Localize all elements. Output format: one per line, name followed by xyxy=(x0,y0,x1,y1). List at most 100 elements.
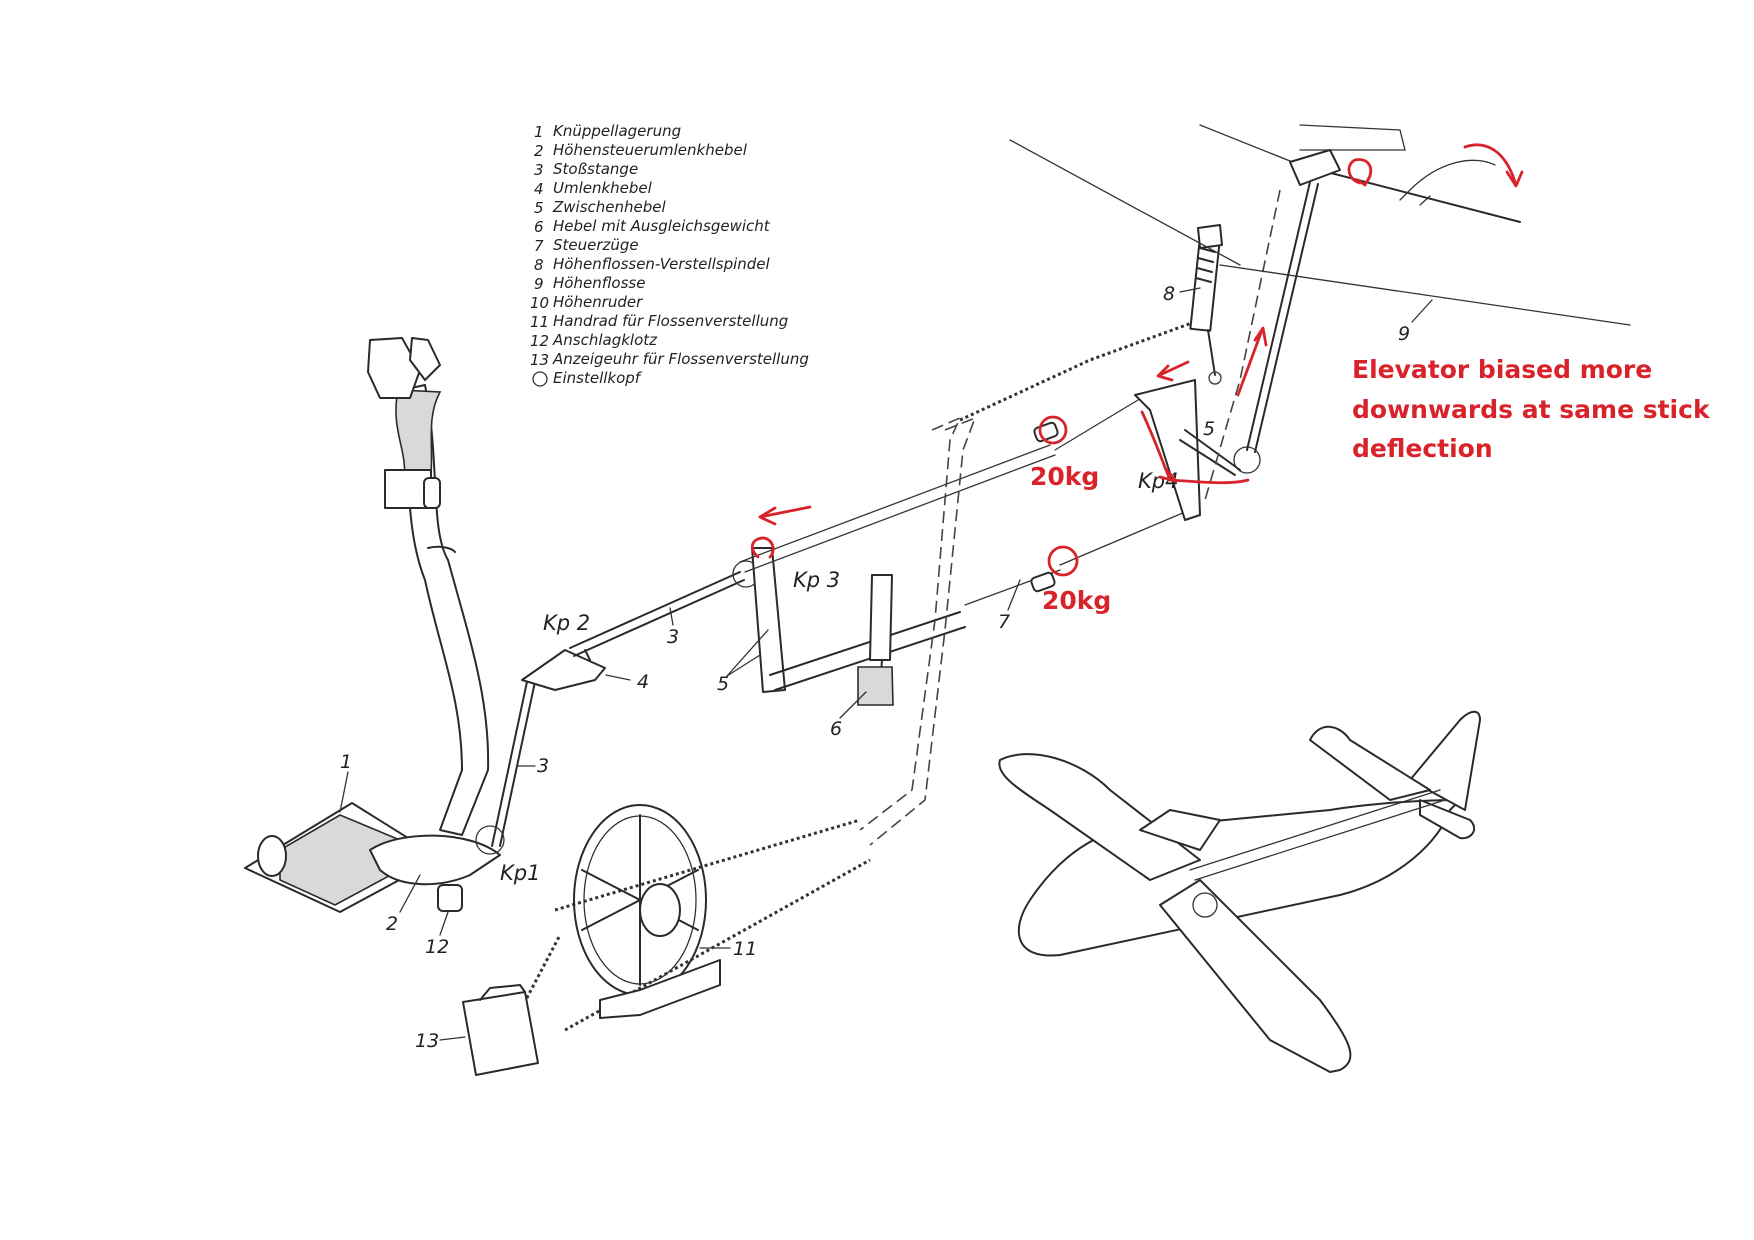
legend-text: Handrad für Flossenverstellung xyxy=(553,312,788,330)
elevator-bellcrank xyxy=(369,834,501,886)
tail-surfaces xyxy=(1009,124,1631,326)
red-circle-weight-lower xyxy=(1047,545,1079,577)
legend-num: 2 xyxy=(534,142,544,160)
trim-chain-lower xyxy=(554,818,861,912)
red-annotations: 20kg 20kg Elevator biased more downwards… xyxy=(750,143,1711,615)
kp-label: Kp 2 xyxy=(543,611,590,635)
aircraft-tailplane-right xyxy=(1419,799,1476,840)
leader-line xyxy=(439,911,449,936)
part-label: 2 xyxy=(386,913,398,935)
part-label: 12 xyxy=(425,936,449,958)
trim-linkage xyxy=(508,318,1201,1032)
part-label: 3 xyxy=(667,626,679,648)
part-label: 5 xyxy=(1203,418,1215,440)
red-circle-weight-upper xyxy=(1038,415,1068,445)
red-arrow-cable xyxy=(758,505,812,519)
stick-head xyxy=(367,337,421,399)
legend-text: Anzeigeuhr für Flossenverstellung xyxy=(552,350,809,368)
red-arrowhead xyxy=(1158,466,1178,483)
leader-line xyxy=(339,771,349,813)
legend-num: 12 xyxy=(530,332,549,350)
trim-handwheel-assembly xyxy=(462,804,721,1076)
part-label: 7 xyxy=(998,611,1010,633)
bearing-end-cap xyxy=(257,835,287,877)
stick-trigger xyxy=(409,337,441,381)
legend-num: 3 xyxy=(534,161,544,179)
pushrods-lower xyxy=(491,560,760,847)
red-arrow-rear-cable xyxy=(1158,360,1190,377)
leader-line xyxy=(669,607,674,626)
stabilizer-root xyxy=(1199,124,1301,166)
cable-turnbuckle xyxy=(1033,421,1059,443)
rear-push-rod xyxy=(1246,181,1311,451)
red-arrowhead xyxy=(1356,174,1372,187)
legend-text: Anschlagklotz xyxy=(552,331,658,349)
aircraft-canopy xyxy=(1139,809,1221,851)
stabilizer-tip xyxy=(1299,124,1406,151)
legend: 1 Knüppellagerung 2 Höhensteuerumlenkheb… xyxy=(530,122,809,387)
leader-line xyxy=(726,654,761,677)
legend-num: 9 xyxy=(534,275,544,293)
annotation-note-line1: Elevator biased more xyxy=(1352,355,1652,384)
intermediate-levers xyxy=(751,547,966,706)
legend-text: Höhensteuerumlenkhebel xyxy=(553,141,748,159)
aircraft-tailplane-left xyxy=(1309,725,1431,801)
aircraft-fin xyxy=(1409,710,1481,811)
handwheel-spoke xyxy=(581,869,699,931)
rear-push-rod xyxy=(1254,183,1319,453)
legend-text: Knüppellagerung xyxy=(553,122,681,140)
leader-line xyxy=(439,1036,466,1041)
legend-text: Höhenflosse xyxy=(553,274,645,292)
cable-upper-rear xyxy=(1054,399,1139,451)
part-label: 8 xyxy=(1163,283,1175,305)
leader-line xyxy=(1179,287,1201,293)
legend-num: 10 xyxy=(530,294,549,312)
elevator-outline xyxy=(1409,159,1496,191)
aircraft-wing-right xyxy=(1159,879,1352,1073)
spindle-rod xyxy=(1207,329,1216,376)
aircraft-control-run xyxy=(1194,799,1446,881)
trim-indicator-top xyxy=(479,984,526,1001)
bellcrank-lever-4 xyxy=(521,649,606,691)
legend-num: 11 xyxy=(530,313,549,331)
leader-line xyxy=(839,691,867,719)
legend-num: 4 xyxy=(534,180,544,198)
handwheel-hub xyxy=(639,883,681,937)
elevator-hinge-line xyxy=(1299,164,1521,223)
legend-num: 13 xyxy=(530,351,549,369)
cable-upper xyxy=(739,444,1051,563)
push-rod-lower-edge xyxy=(499,676,537,847)
part-label: 13 xyxy=(415,1030,439,1052)
spindle-eye xyxy=(1208,371,1222,385)
stick-assembly xyxy=(244,337,505,913)
part-labels: 1 2 3 3 4 5 5 6 7 8 9 11 12 13 xyxy=(339,283,1433,1052)
annotation-note-line2: downwards at same stick xyxy=(1352,395,1711,424)
leader-line xyxy=(1007,579,1021,611)
cable-turnbuckle xyxy=(1030,571,1056,593)
stabilizer-leading-edge xyxy=(1219,264,1631,326)
legend-text: Zwischenhebel xyxy=(552,198,667,216)
weight-label-upper: 20kg xyxy=(1030,462,1099,491)
control-cables xyxy=(739,399,1186,606)
legend-num: 7 xyxy=(534,237,544,255)
kp-label: Kp1 xyxy=(500,861,540,885)
weight-label-lower: 20kg xyxy=(1042,586,1111,615)
stop-block xyxy=(437,884,463,912)
part-label: 1 xyxy=(340,751,352,773)
trim-cable-guide xyxy=(869,416,977,846)
leader-line xyxy=(726,629,769,677)
leader-line xyxy=(1411,299,1433,323)
rear-lever-arm xyxy=(1184,429,1241,471)
push-rod-upper xyxy=(569,571,741,649)
legend-text: Höhenruder xyxy=(553,293,643,311)
push-rod-lower xyxy=(491,676,529,847)
stabilizer-edge xyxy=(1009,139,1241,266)
red-arrowhead xyxy=(1505,170,1524,188)
intermediate-lever-mid xyxy=(869,574,893,661)
red-circle-kp3 xyxy=(750,536,775,559)
trim-chain-lower xyxy=(564,858,871,1032)
leader-line xyxy=(605,674,631,681)
rear-intermediate-lever xyxy=(1134,379,1201,521)
red-arrowhead xyxy=(758,506,777,526)
